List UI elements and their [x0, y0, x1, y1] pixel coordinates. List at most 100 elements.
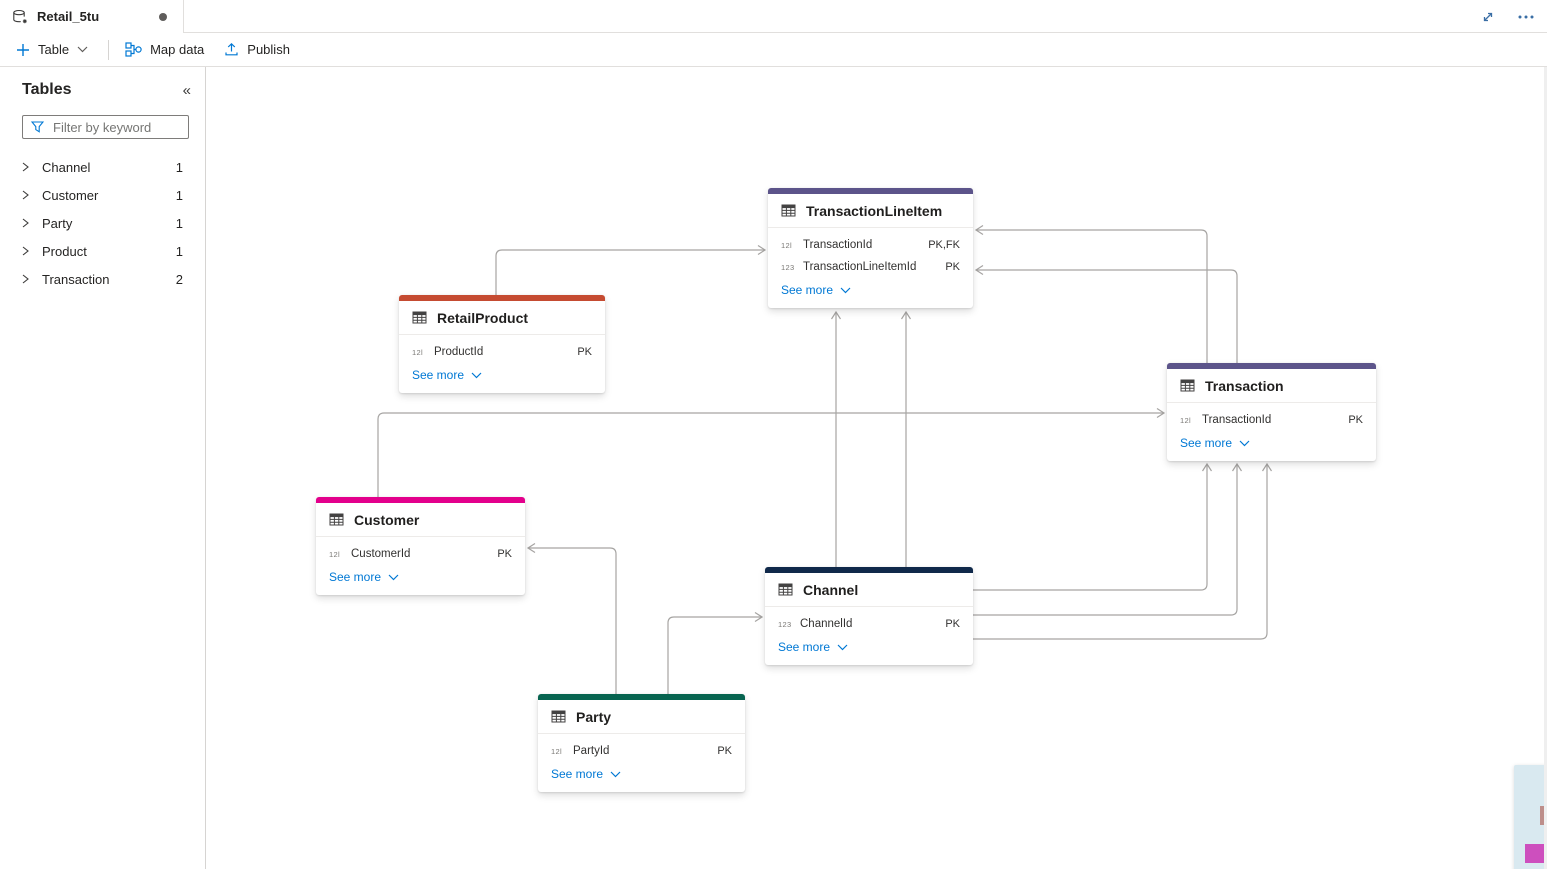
- table-title: TransactionLineItem: [806, 202, 943, 219]
- relationship-channel-transaction[interactable]: [973, 462, 1213, 591]
- field-type-icon: 12l: [551, 746, 562, 756]
- relationship-transaction-transactionlineitem[interactable]: [974, 224, 1208, 364]
- canvas-scrollbar[interactable]: [1544, 67, 1547, 869]
- field-name: ChannelId: [800, 618, 853, 630]
- relationship-party-customer[interactable]: [526, 542, 617, 695]
- tab-bar: Retail_5tu: [0, 0, 1547, 33]
- table-title: Transaction: [1205, 377, 1284, 394]
- sidebar-title: Tables: [22, 81, 72, 98]
- map-data-label: Map data: [150, 42, 205, 57]
- field-type-icon: 12l: [781, 240, 792, 250]
- table-card-retailproduct[interactable]: RetailProduct 12l ProductId PK See more: [399, 295, 605, 393]
- field-key-label: PK,FK: [928, 239, 960, 251]
- diagonal-expand-icon[interactable]: [1481, 10, 1495, 24]
- field-name: TransactionId: [803, 239, 873, 251]
- table-card-transactionlineitem[interactable]: TransactionLineItem 12l TransactionId PK…: [768, 188, 973, 308]
- table-field-row[interactable]: 12l CustomerId PK: [329, 543, 512, 565]
- table-grid-icon: [412, 311, 427, 324]
- tab-title: Retail_5tu: [37, 9, 100, 24]
- table-fields: 123 ChannelId PK See more: [765, 607, 973, 665]
- relationship-party-channel[interactable]: [667, 611, 764, 695]
- relationship-channel-transactionlineitem[interactable]: [900, 310, 912, 567]
- sidebar-item-transaction[interactable]: Transaction 2: [0, 265, 205, 293]
- tables-sidebar: Tables « Filter by keyword Channel 1 Cus…: [0, 67, 206, 869]
- table-fields: 12l TransactionId PK,FK 123 TransactionL…: [768, 228, 973, 308]
- filter-input[interactable]: Filter by keyword: [22, 115, 189, 139]
- see-more-label: See more: [778, 640, 831, 654]
- minimap-rect-customer: [1525, 844, 1547, 863]
- table-field-row[interactable]: 12l TransactionId PK: [1180, 409, 1363, 431]
- collapse-sidebar-icon[interactable]: «: [182, 81, 191, 99]
- relationship-retailproduct-transactionlineitem[interactable]: [495, 244, 767, 296]
- table-color-bar: [765, 567, 973, 573]
- field-type-icon: 12l: [329, 549, 340, 559]
- see-more-link[interactable]: See more: [1180, 431, 1363, 455]
- sidebar-item-product[interactable]: Product 1: [0, 237, 205, 265]
- table-field-row[interactable]: 12l PartyId PK: [551, 740, 732, 762]
- unsaved-changes-dot: [159, 12, 167, 21]
- relationship-channel-transactionlineitem[interactable]: [830, 310, 842, 567]
- relationship-channel-transaction[interactable]: [973, 462, 1273, 640]
- tab-retail-5tu[interactable]: Retail_5tu: [0, 0, 184, 33]
- publish-button[interactable]: Publish: [224, 42, 290, 57]
- table-group-count: 1: [175, 187, 183, 203]
- table-color-bar: [1167, 363, 1376, 369]
- table-card-channel[interactable]: Channel 123 ChannelId PK See more: [765, 567, 973, 665]
- see-more-link[interactable]: See more: [329, 565, 512, 589]
- chevron-down-icon: [388, 574, 399, 580]
- relationship-transaction-transactionlineitem[interactable]: [974, 264, 1238, 364]
- table-title: RetailProduct: [437, 309, 529, 326]
- table-group-label: Party: [42, 215, 73, 231]
- expand-chevron-icon[interactable]: [22, 190, 29, 200]
- table-group-count: 2: [175, 271, 183, 287]
- diagram-canvas[interactable]: TransactionLineItem 12l TransactionId PK…: [206, 67, 1547, 869]
- relationship-channel-transaction[interactable]: [973, 462, 1243, 616]
- chevron-down-icon: [471, 372, 482, 378]
- chevron-down-icon: [840, 287, 851, 293]
- field-name: TransactionId: [1202, 414, 1272, 426]
- new-table-button[interactable]: Table: [16, 42, 88, 57]
- toolbar-separator: [108, 39, 110, 60]
- map-data-button[interactable]: Map data: [125, 42, 204, 57]
- publish-label: Publish: [247, 42, 290, 57]
- see-more-label: See more: [551, 767, 604, 781]
- expand-chevron-icon[interactable]: [22, 246, 29, 256]
- see-more-label: See more: [329, 570, 382, 584]
- field-key-label: PK: [945, 261, 960, 273]
- table-field-row[interactable]: 12l TransactionId PK,FK: [781, 234, 960, 256]
- see-more-link[interactable]: See more: [778, 635, 960, 659]
- field-type-icon: 123: [781, 262, 795, 272]
- field-name: ProductId: [434, 346, 484, 358]
- sidebar-item-party[interactable]: Party 1: [0, 209, 205, 237]
- chevron-down-icon: [77, 46, 88, 53]
- table-group-count: 1: [175, 159, 183, 175]
- minimap[interactable]: [1514, 765, 1547, 869]
- relationship-customer-transaction[interactable]: [377, 407, 1166, 498]
- table-field-row[interactable]: 123 TransactionLineItemId PK: [781, 256, 960, 278]
- see-more-link[interactable]: See more: [412, 363, 592, 387]
- table-group-label: Transaction: [42, 271, 110, 287]
- table-color-bar: [399, 295, 605, 301]
- database-new-icon: [13, 9, 27, 23]
- table-card-party[interactable]: Party 12l PartyId PK See more: [538, 694, 745, 792]
- see-more-link[interactable]: See more: [551, 762, 732, 786]
- table-field-row[interactable]: 12l ProductId PK: [412, 341, 592, 363]
- table-fields: 12l ProductId PK See more: [399, 335, 605, 393]
- plus-icon: [17, 43, 29, 56]
- more-options-icon[interactable]: [1517, 10, 1535, 24]
- expand-chevron-icon[interactable]: [22, 162, 29, 172]
- expand-chevron-icon[interactable]: [22, 274, 29, 284]
- table-card-customer[interactable]: Customer 12l CustomerId PK See more: [316, 497, 525, 595]
- sidebar-item-customer[interactable]: Customer 1: [0, 181, 205, 209]
- chevron-down-icon: [837, 644, 848, 650]
- see-more-label: See more: [781, 283, 834, 297]
- table-title: Customer: [354, 511, 420, 528]
- expand-chevron-icon[interactable]: [22, 218, 29, 228]
- sidebar-item-channel[interactable]: Channel 1: [0, 153, 205, 181]
- field-key-label: PK: [577, 346, 592, 358]
- table-field-row[interactable]: 123 ChannelId PK: [778, 613, 960, 635]
- table-group-label: Customer: [42, 187, 99, 203]
- see-more-link[interactable]: See more: [781, 278, 960, 302]
- table-group-list: Channel 1 Customer 1 Party 1 Product 1 T…: [0, 153, 205, 293]
- table-card-transaction[interactable]: Transaction 12l TransactionId PK See mor…: [1167, 363, 1376, 461]
